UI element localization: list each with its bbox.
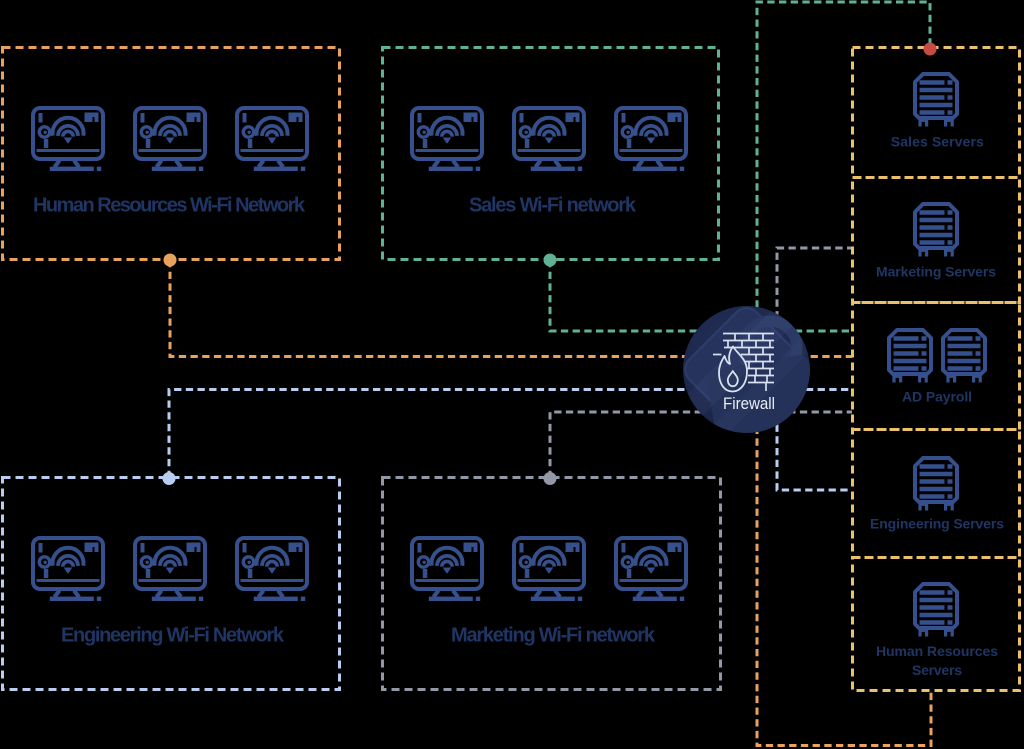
svg-text:Marketing Servers: Marketing Servers: [876, 264, 996, 280]
svg-text:Servers: Servers: [912, 662, 962, 678]
svg-text:Human Resources: Human Resources: [876, 643, 998, 659]
svg-text:Engineering Servers: Engineering Servers: [870, 516, 1004, 532]
svg-text:Engineering Wi-Fi Network: Engineering Wi-Fi Network: [61, 624, 285, 646]
svg-text:Marketing Wi-Fi network: Marketing Wi-Fi network: [451, 624, 656, 646]
svg-text:Human Resources Wi-Fi Network: Human Resources Wi-Fi Network: [33, 194, 306, 216]
svg-text:Sales Servers: Sales Servers: [891, 134, 984, 150]
svg-text:AD Payroll: AD Payroll: [902, 389, 972, 405]
svg-text:Firewall: Firewall: [723, 394, 775, 413]
svg-text:Sales Wi-Fi network: Sales Wi-Fi network: [469, 194, 637, 216]
